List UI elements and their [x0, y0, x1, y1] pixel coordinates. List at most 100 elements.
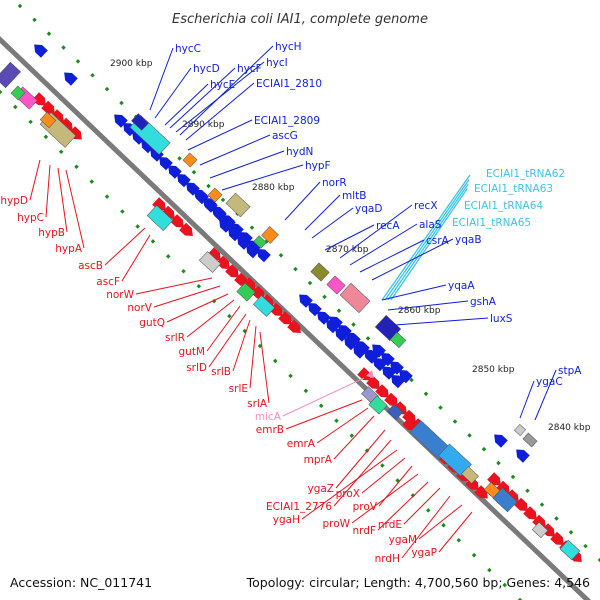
gene-label-forward: proX — [336, 488, 360, 500]
tick-mark — [46, 31, 52, 36]
tick-mark — [278, 253, 284, 258]
tick-mark — [13, 104, 18, 110]
reverse-gene-arrow — [246, 245, 260, 259]
gene-block — [461, 466, 479, 484]
trna-label: ECIAI1_tRNA63 — [474, 183, 553, 195]
reverse-gene-arrow — [203, 198, 217, 212]
gene-label-reverse: yqaB — [455, 234, 482, 246]
tick-mark — [120, 209, 125, 214]
label-connector — [394, 317, 489, 326]
tick-mark — [597, 557, 600, 563]
tick-mark — [303, 388, 309, 394]
tick-mark — [61, 45, 66, 50]
tick-mark — [456, 537, 462, 543]
gene-block — [131, 113, 149, 131]
forward-gene-arrow — [402, 417, 416, 431]
gene-block — [483, 481, 501, 499]
gene-block — [386, 403, 404, 421]
gene-label-forward: ECIAI1_2776 — [266, 501, 332, 513]
label-connector — [282, 377, 365, 417]
accession-text: Accession: NC_011741 — [10, 575, 152, 590]
label-connector — [169, 67, 236, 129]
reverse-gene-arrow — [346, 332, 360, 346]
forward-gene-arrow — [487, 472, 501, 486]
gene-label-reverse: ECIAI1_2809 — [254, 115, 320, 127]
tick-mark — [249, 225, 255, 230]
tick-mark — [336, 308, 342, 313]
reverse-gene-arrow — [228, 228, 242, 242]
gene-label-forward: nrdH — [375, 553, 400, 565]
gene-label-reverse: hycI — [266, 57, 288, 69]
gene-block — [310, 262, 330, 282]
forward-gene-arrow — [375, 384, 389, 398]
gene-block — [253, 235, 267, 249]
reverse-gene-arrow — [308, 303, 322, 317]
label-connector — [333, 415, 375, 460]
label-connector — [29, 159, 41, 201]
tick-mark — [74, 164, 79, 169]
gene-label-forward: hypA — [55, 243, 83, 255]
label-connector — [361, 457, 406, 494]
gene-block — [326, 275, 346, 295]
kbp-tick-label: 2880 kbp — [252, 183, 295, 193]
tick-mark — [322, 294, 327, 300]
gene-block — [252, 295, 276, 317]
reverse-gene-arrow — [329, 316, 343, 330]
label-connector — [104, 227, 146, 266]
gene-block — [207, 187, 223, 203]
tick-mark — [104, 194, 110, 199]
label-connector — [519, 380, 535, 419]
gene-block — [10, 85, 26, 101]
label-connector — [187, 119, 253, 151]
gene-label-reverse: mltB — [342, 190, 366, 202]
label-connector — [377, 481, 429, 531]
label-connector — [301, 449, 398, 520]
forward-gene-arrow — [225, 264, 239, 278]
forward-gene-arrow — [384, 392, 398, 406]
gene-block — [492, 487, 518, 513]
reverse-gene-arrow — [159, 157, 173, 171]
gene-label-forward: ascB — [78, 260, 103, 272]
label-connector — [259, 331, 270, 404]
forward-gene-arrow — [550, 531, 564, 545]
label-connector — [199, 134, 271, 166]
tick-mark — [554, 516, 559, 521]
gene-label-forward: srlA — [247, 398, 268, 410]
reverse-gene-arrow — [372, 344, 386, 358]
label-connector — [333, 439, 392, 507]
forward-gene-arrow — [532, 514, 546, 528]
reverse-gene-arrow — [186, 182, 200, 196]
gene-label-reverse: ygaC — [536, 376, 563, 388]
tick-mark — [452, 419, 458, 424]
label-connector — [378, 465, 413, 507]
reverse-gene-arrow — [194, 189, 208, 203]
trna-connector — [381, 174, 471, 301]
kbp-tick-label: 2870 kbp — [326, 245, 369, 255]
label-connector — [206, 305, 241, 352]
gene-label-reverse: alaS — [419, 219, 442, 231]
label-connector — [349, 223, 418, 266]
tick-mark — [43, 134, 49, 140]
tick-mark — [177, 156, 182, 161]
label-connector — [153, 285, 221, 308]
tick-mark — [409, 377, 414, 383]
gene-label-forward: hypB — [38, 227, 65, 239]
tick-mark — [191, 169, 197, 175]
label-connector — [418, 504, 463, 540]
label-connector — [403, 487, 441, 525]
gene-label-forward: ygaZ — [307, 483, 334, 495]
label-connector — [534, 369, 557, 421]
tick-mark — [135, 224, 140, 229]
trna-label: ECIAI1_tRNA65 — [452, 217, 531, 229]
gene-block — [559, 539, 581, 561]
label-connector — [401, 495, 451, 559]
tick-mark — [220, 197, 226, 203]
gene-label-forward: hypD — [0, 195, 28, 207]
tick-mark — [28, 119, 33, 125]
gene-label-forward: ygaH — [273, 514, 300, 526]
tick-mark — [539, 502, 545, 507]
label-connector — [186, 299, 235, 338]
tick-mark — [438, 405, 443, 410]
reverse-gene-arrow — [34, 44, 48, 58]
